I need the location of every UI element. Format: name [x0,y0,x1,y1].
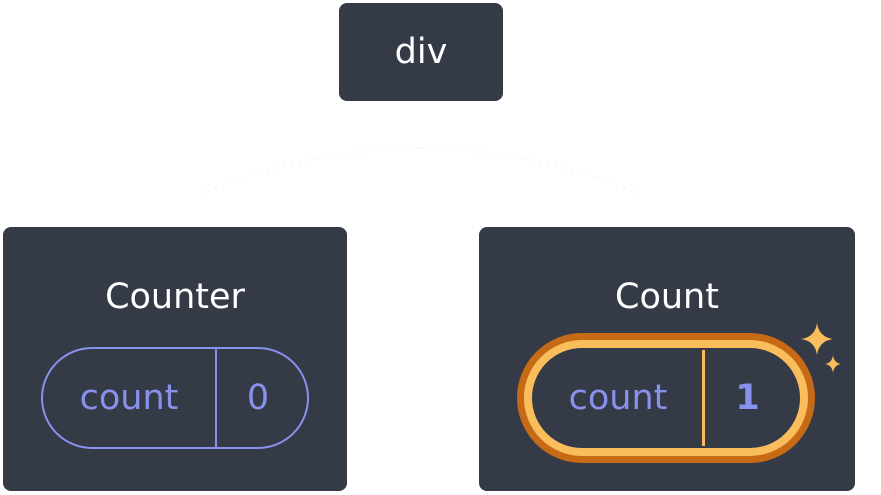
component-node-counter: Counter count 0 [3,227,347,491]
state-key: count [534,350,705,446]
sparkle-icon-large [801,323,833,355]
component-node-count: Count count 1 [479,227,855,491]
state-value: 0 [246,378,270,418]
state-key: count [43,349,217,447]
root-node-label: div [394,32,448,72]
state-value: 1 [735,378,760,418]
state-pill-inner: count 1 [532,348,800,448]
component-title: Count [615,277,719,317]
root-node-div: div [339,3,503,101]
sparkle-icon [801,323,841,373]
sparkle-icon-small [825,355,841,373]
state-pill: count 0 [41,347,309,449]
connector-right [419,147,641,196]
state-pill-highlighted: count 1 [517,333,815,463]
component-title: Counter [105,277,245,317]
connector-left [199,147,421,196]
